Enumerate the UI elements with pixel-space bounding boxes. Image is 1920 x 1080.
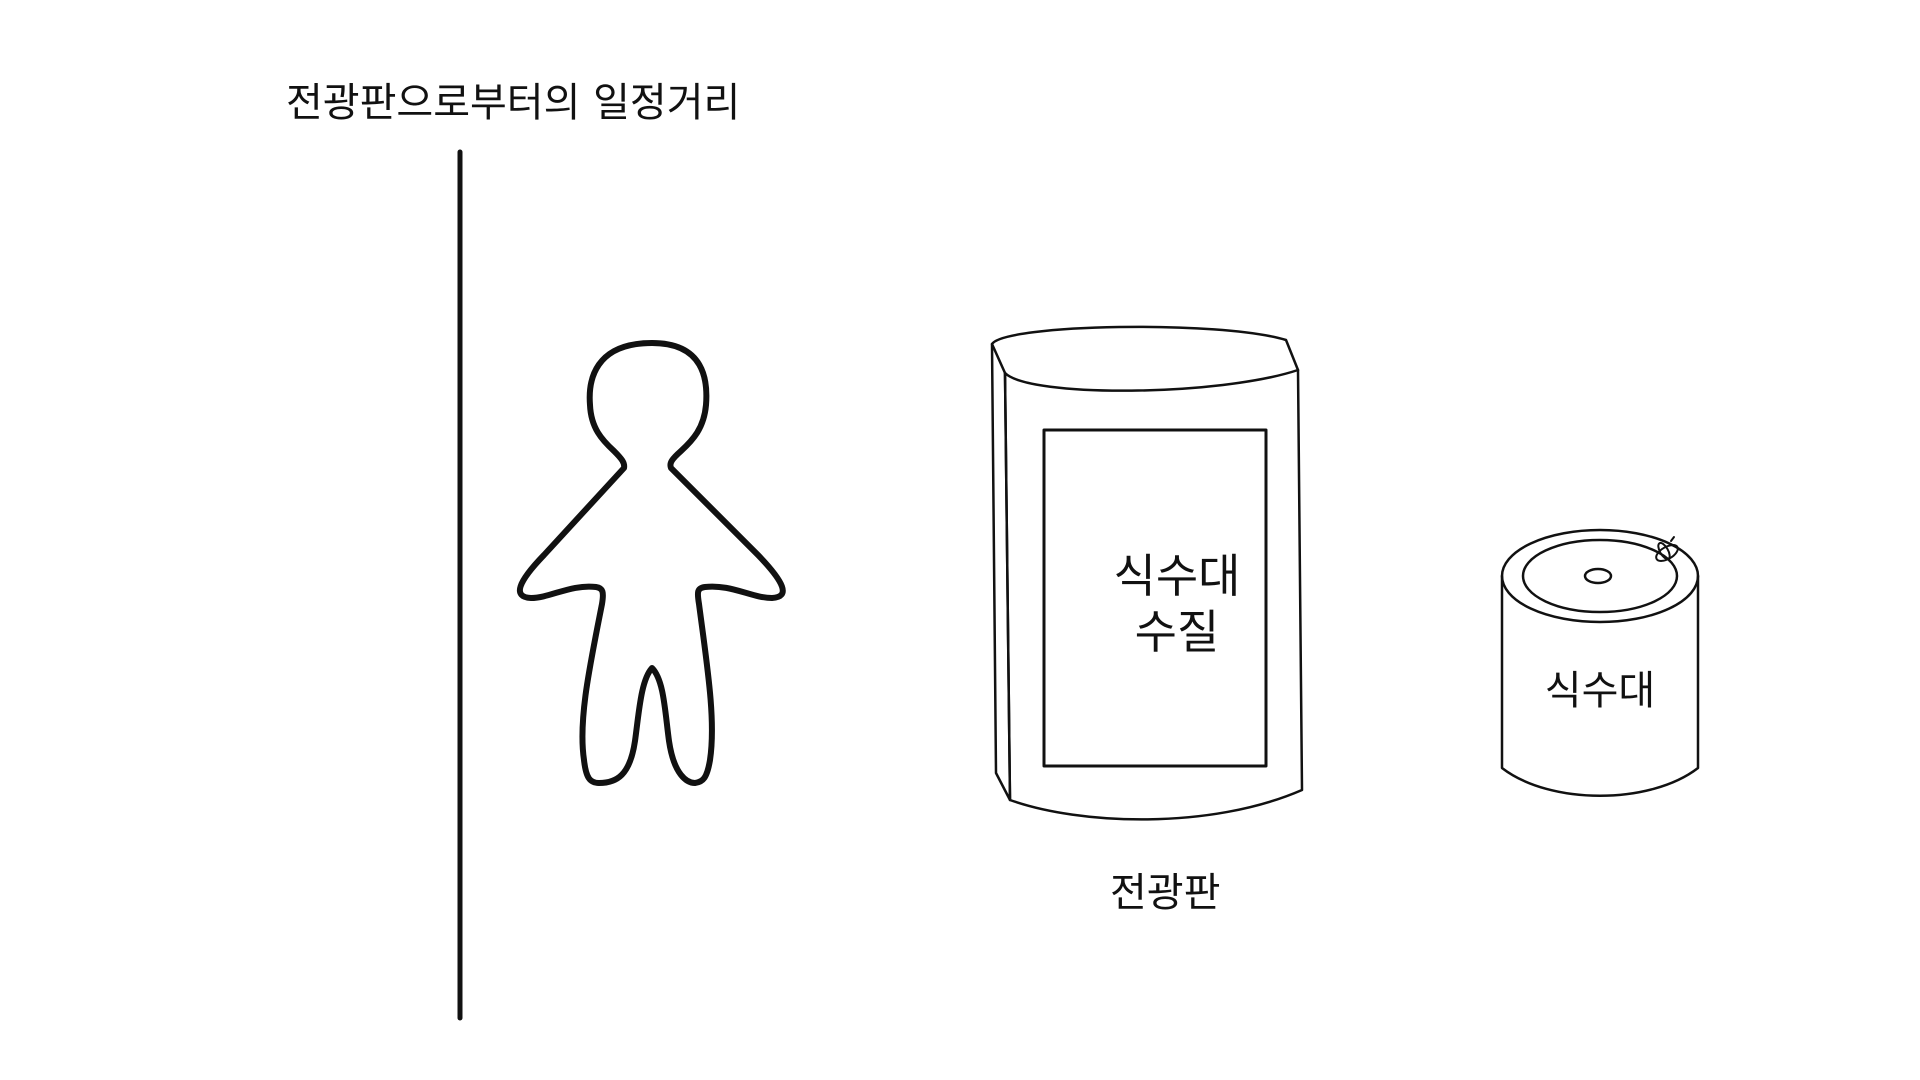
fountain-basin bbox=[1521, 538, 1679, 614]
drinking-fountain bbox=[1500, 528, 1700, 797]
signboard-screen-text: 식수대 수질 bbox=[1044, 548, 1310, 660]
signboard-top-face bbox=[990, 325, 1300, 392]
faucet-icon bbox=[1655, 536, 1679, 562]
distance-label: 전광판으로부터의 일정거리 bbox=[286, 80, 741, 126]
fountain-top-rim bbox=[1500, 528, 1700, 624]
screen-line-water-quality: 수질 bbox=[1134, 605, 1220, 659]
fountain-label: 식수대 bbox=[1544, 668, 1656, 714]
signboard-screen bbox=[1042, 428, 1268, 768]
fountain-body bbox=[1500, 574, 1700, 797]
fountain-drain bbox=[1583, 567, 1613, 585]
signboard-caption: 전광판 bbox=[1110, 870, 1221, 916]
signboard-front-face bbox=[1003, 368, 1304, 821]
person-figure bbox=[517, 340, 786, 786]
screen-line-fountain: 식수대 bbox=[1113, 549, 1241, 603]
signboard bbox=[990, 325, 1304, 821]
